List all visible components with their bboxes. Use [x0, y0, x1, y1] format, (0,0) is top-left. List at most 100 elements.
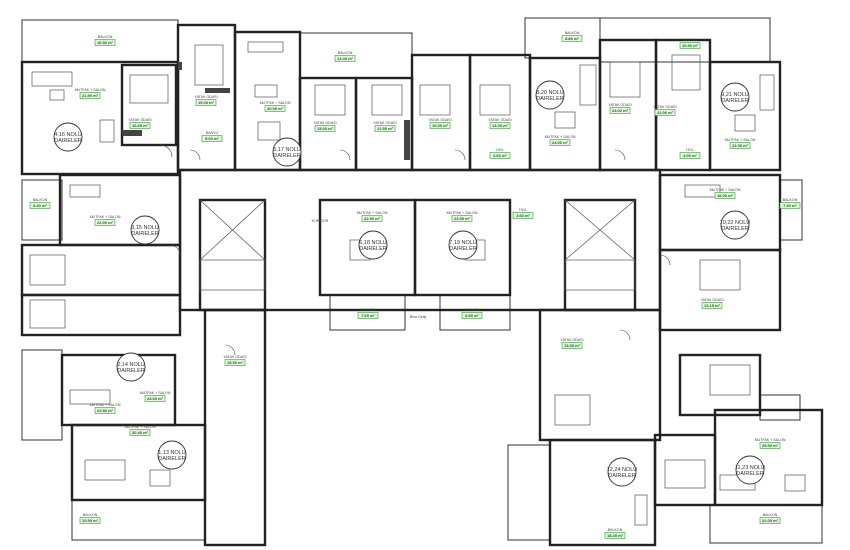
- room-area: 16.50 m²: [97, 40, 114, 45]
- apartment-suffix: DAIRELER: [608, 473, 636, 479]
- apartment-suffix: DAIRELER: [721, 226, 749, 232]
- room-name: YATAK ODASI: [223, 355, 246, 359]
- room-name: BALKON: [565, 31, 580, 35]
- room-name: BALKON: [33, 198, 48, 202]
- room-area: 8.40 m²: [33, 203, 47, 208]
- area-box: [357, 312, 379, 319]
- area-box: [201, 135, 223, 142]
- area-box: [195, 99, 217, 106]
- room-area: 24.00 m²: [147, 396, 164, 401]
- area-box: [759, 442, 781, 449]
- room-name: MUTFAK + SALON: [755, 438, 786, 442]
- room-name: BALKON: [763, 513, 778, 517]
- apartment-suffix: DAIRELER: [158, 456, 186, 462]
- room-area: 15.50 m²: [227, 360, 244, 365]
- apartment-number: 9,21 NOLU: [721, 92, 749, 98]
- apartment-number: 5,17 NOLU: [273, 147, 301, 153]
- room-area: 13.50 m²: [564, 343, 581, 348]
- room-area: 8.80 m²: [565, 36, 579, 41]
- corridor-label: KORIDOR: [312, 219, 329, 223]
- apartment-number: 3,15 NOLU: [131, 225, 159, 231]
- room-name: YATAK ODASI: [700, 298, 723, 302]
- area-box: [461, 312, 483, 319]
- room-area: 16.00 m²: [432, 123, 449, 128]
- apartment-number: 11,23 NOLU: [735, 465, 765, 471]
- apartment-suffix: DAIRELER: [449, 246, 477, 252]
- area-box: [314, 125, 336, 132]
- room-name: YATAK ODASI: [194, 95, 217, 99]
- area-box: [264, 105, 286, 112]
- area-box: [779, 202, 801, 209]
- area-box: [654, 109, 676, 116]
- area-box: [374, 125, 396, 132]
- room-area: 7.40 m²: [783, 203, 797, 208]
- room-area: 4.00 m²: [683, 153, 697, 158]
- room-area: 13.49 m²: [337, 56, 354, 61]
- area-box: [701, 302, 723, 309]
- area-box: [79, 517, 101, 524]
- room-name: MUTFAK + SALON: [447, 211, 478, 215]
- area-box: [129, 429, 151, 436]
- area-box: [489, 152, 511, 159]
- room-area: 22.00 m²: [97, 220, 114, 225]
- apartment-suffix: DAIRELER: [131, 231, 159, 237]
- room-area: 16.65 m²: [132, 123, 149, 128]
- area-box: [144, 395, 166, 402]
- room-area: 15.00 m²: [317, 126, 334, 131]
- area-box: [451, 215, 473, 222]
- area-box: [549, 139, 571, 146]
- balconies: [21, 17, 823, 544]
- room-name: BALKON: [83, 513, 98, 517]
- room-area: 18.45 m²: [607, 533, 624, 538]
- room-area: 21.06 m²: [732, 143, 749, 148]
- area-box: [729, 142, 751, 149]
- room-area: 8.85 m²: [465, 313, 479, 318]
- room-name: MUTFAK + SALON: [725, 138, 756, 142]
- room-area: 14.00 m²: [492, 123, 509, 128]
- room-area: 23.90 m²: [454, 216, 471, 221]
- room-name: YATAK ODASI: [653, 105, 676, 109]
- room-area: 21.90 m²: [82, 93, 99, 98]
- room-name: MUTFAK + SALON: [90, 403, 121, 407]
- apartment-suffix: DAIRELER: [359, 246, 387, 252]
- area-box: [224, 359, 246, 366]
- area-box: [361, 215, 383, 222]
- apartment-number: 1,13 NOLU: [158, 450, 186, 456]
- area-box: [94, 39, 116, 46]
- room-name: HOL: [686, 148, 693, 152]
- room-area: 22.50 m²: [97, 408, 114, 413]
- room-name: MUTFAK + SALON: [260, 101, 291, 105]
- room-name: MUTFAK + SALON: [140, 391, 171, 395]
- room-name: YATAK ODASI: [608, 103, 631, 107]
- area-box: [679, 152, 701, 159]
- apartment-suffix: DAIRELER: [721, 98, 749, 104]
- apartment-number: 12,24 NOLU: [607, 467, 638, 473]
